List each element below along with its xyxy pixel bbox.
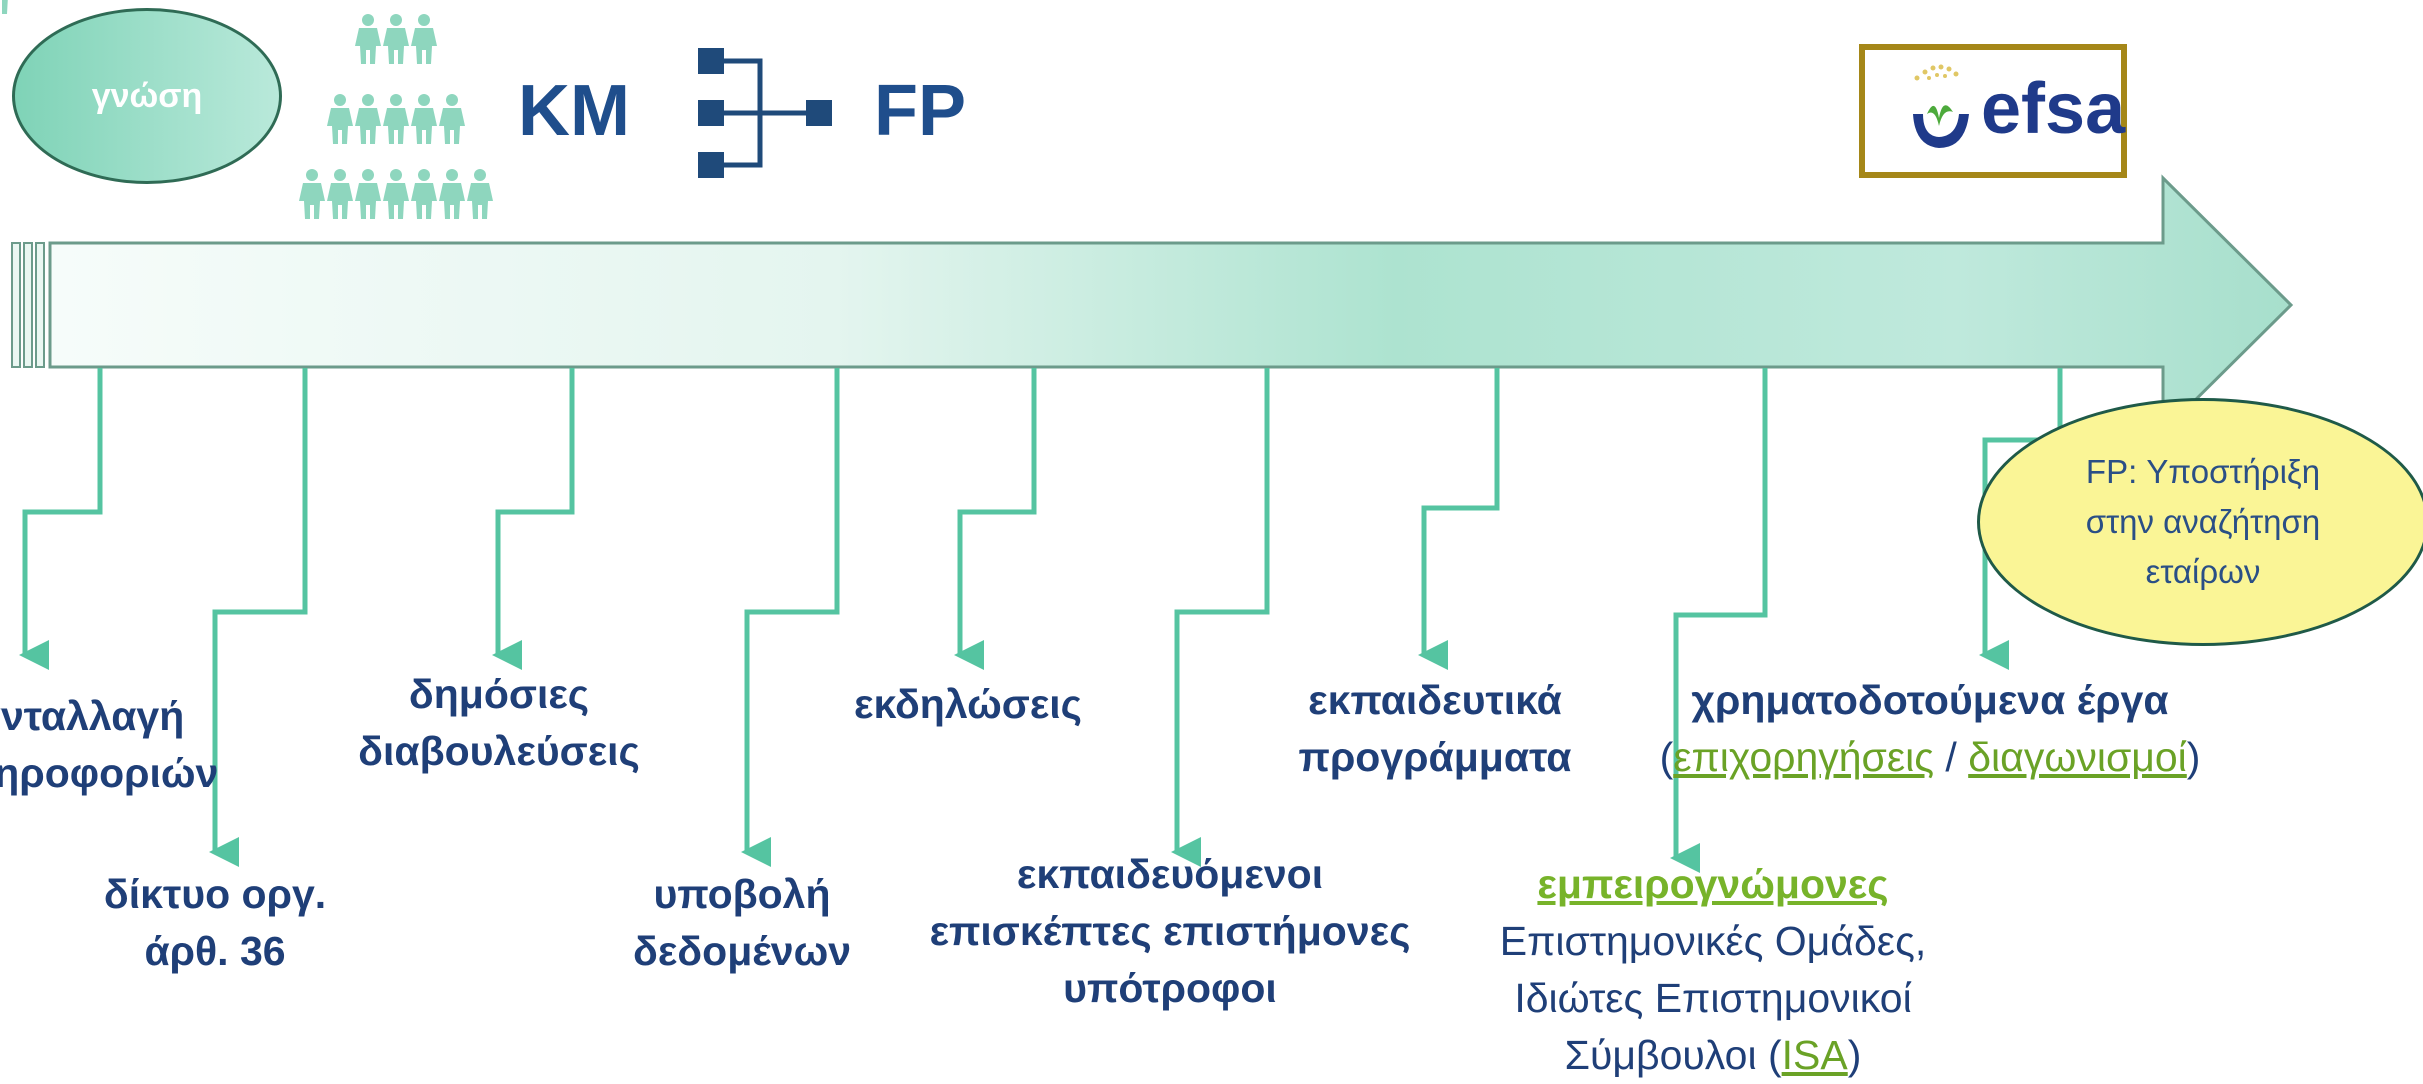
node-funded-projects: χρηματοδοτούμενα έργα (επιχορηγήσεις / δ… (1659, 677, 2201, 780)
connector-network (209, 368, 308, 867)
efsa-logo-mark (1913, 64, 1969, 148)
fp-support-bubble: FP: Υποστήριξη στην αναζήτηση εταίρων (1977, 398, 2423, 646)
connector-experts (1670, 368, 1768, 873)
fp-label: FP (874, 71, 967, 151)
connector-training (1418, 368, 1500, 670)
node-data-submission: υποβολή δεδομένων (632, 871, 852, 974)
node-training-programmes: εκπαιδευτικά προγράμματα (1298, 677, 1572, 780)
fp-bubble-line: FP: Υποστήριξη (2085, 453, 2321, 490)
efsa-logo: efsa (1859, 44, 2127, 178)
connector-consult (492, 368, 575, 670)
procurement-link[interactable]: διαγωνισμοί (1968, 734, 2187, 780)
arrow-tail-stripe (23, 242, 33, 368)
arrow-tail-stripe (11, 242, 21, 368)
experts-link[interactable]: εμπειρογνώμονες (1537, 861, 1889, 907)
grants-link[interactable]: επιχορηγήσεις (1673, 734, 1934, 780)
node-information-exchange: ανταλλαγή πληροφοριών (0, 693, 219, 796)
km-label: KM (518, 71, 630, 151)
connector-trainees (1171, 368, 1270, 867)
node-public-consultations: δημόσιες διαβουλεύσεις (358, 671, 640, 774)
connector-exchange (19, 368, 103, 670)
node-trainees-visiting-scientists: εκπαιδευόμενοι επισκέπτες επιστήμονες υπ… (929, 851, 1411, 1011)
node-events: εκδηλώσεις (853, 681, 1083, 727)
org-tree-icon (698, 48, 832, 178)
fp-bubble-line: στην αναζήτηση (2085, 503, 2321, 540)
knowledge-bubble-text: γνώση (91, 76, 203, 115)
people-pyramid-icon (0, 0, 493, 219)
connector-data (741, 368, 840, 867)
node-article36-network: δίκτυο οργ. άρθ. 36 (103, 871, 327, 974)
connector-events (954, 368, 1037, 670)
fp-bubble-line: εταίρων (2145, 553, 2261, 590)
knowledge-bubble: γνώση (12, 8, 282, 184)
timeline-arrow (48, 174, 2294, 436)
isa-link[interactable]: ISA (1781, 1032, 1848, 1078)
node-experts: εμπειρογνώμονες Επιστημονικές Ομάδες, Ιδ… (1433, 856, 1993, 1084)
efsa-logo-text: efsa (1981, 69, 2126, 149)
arrow-tail-stripe (35, 242, 45, 368)
